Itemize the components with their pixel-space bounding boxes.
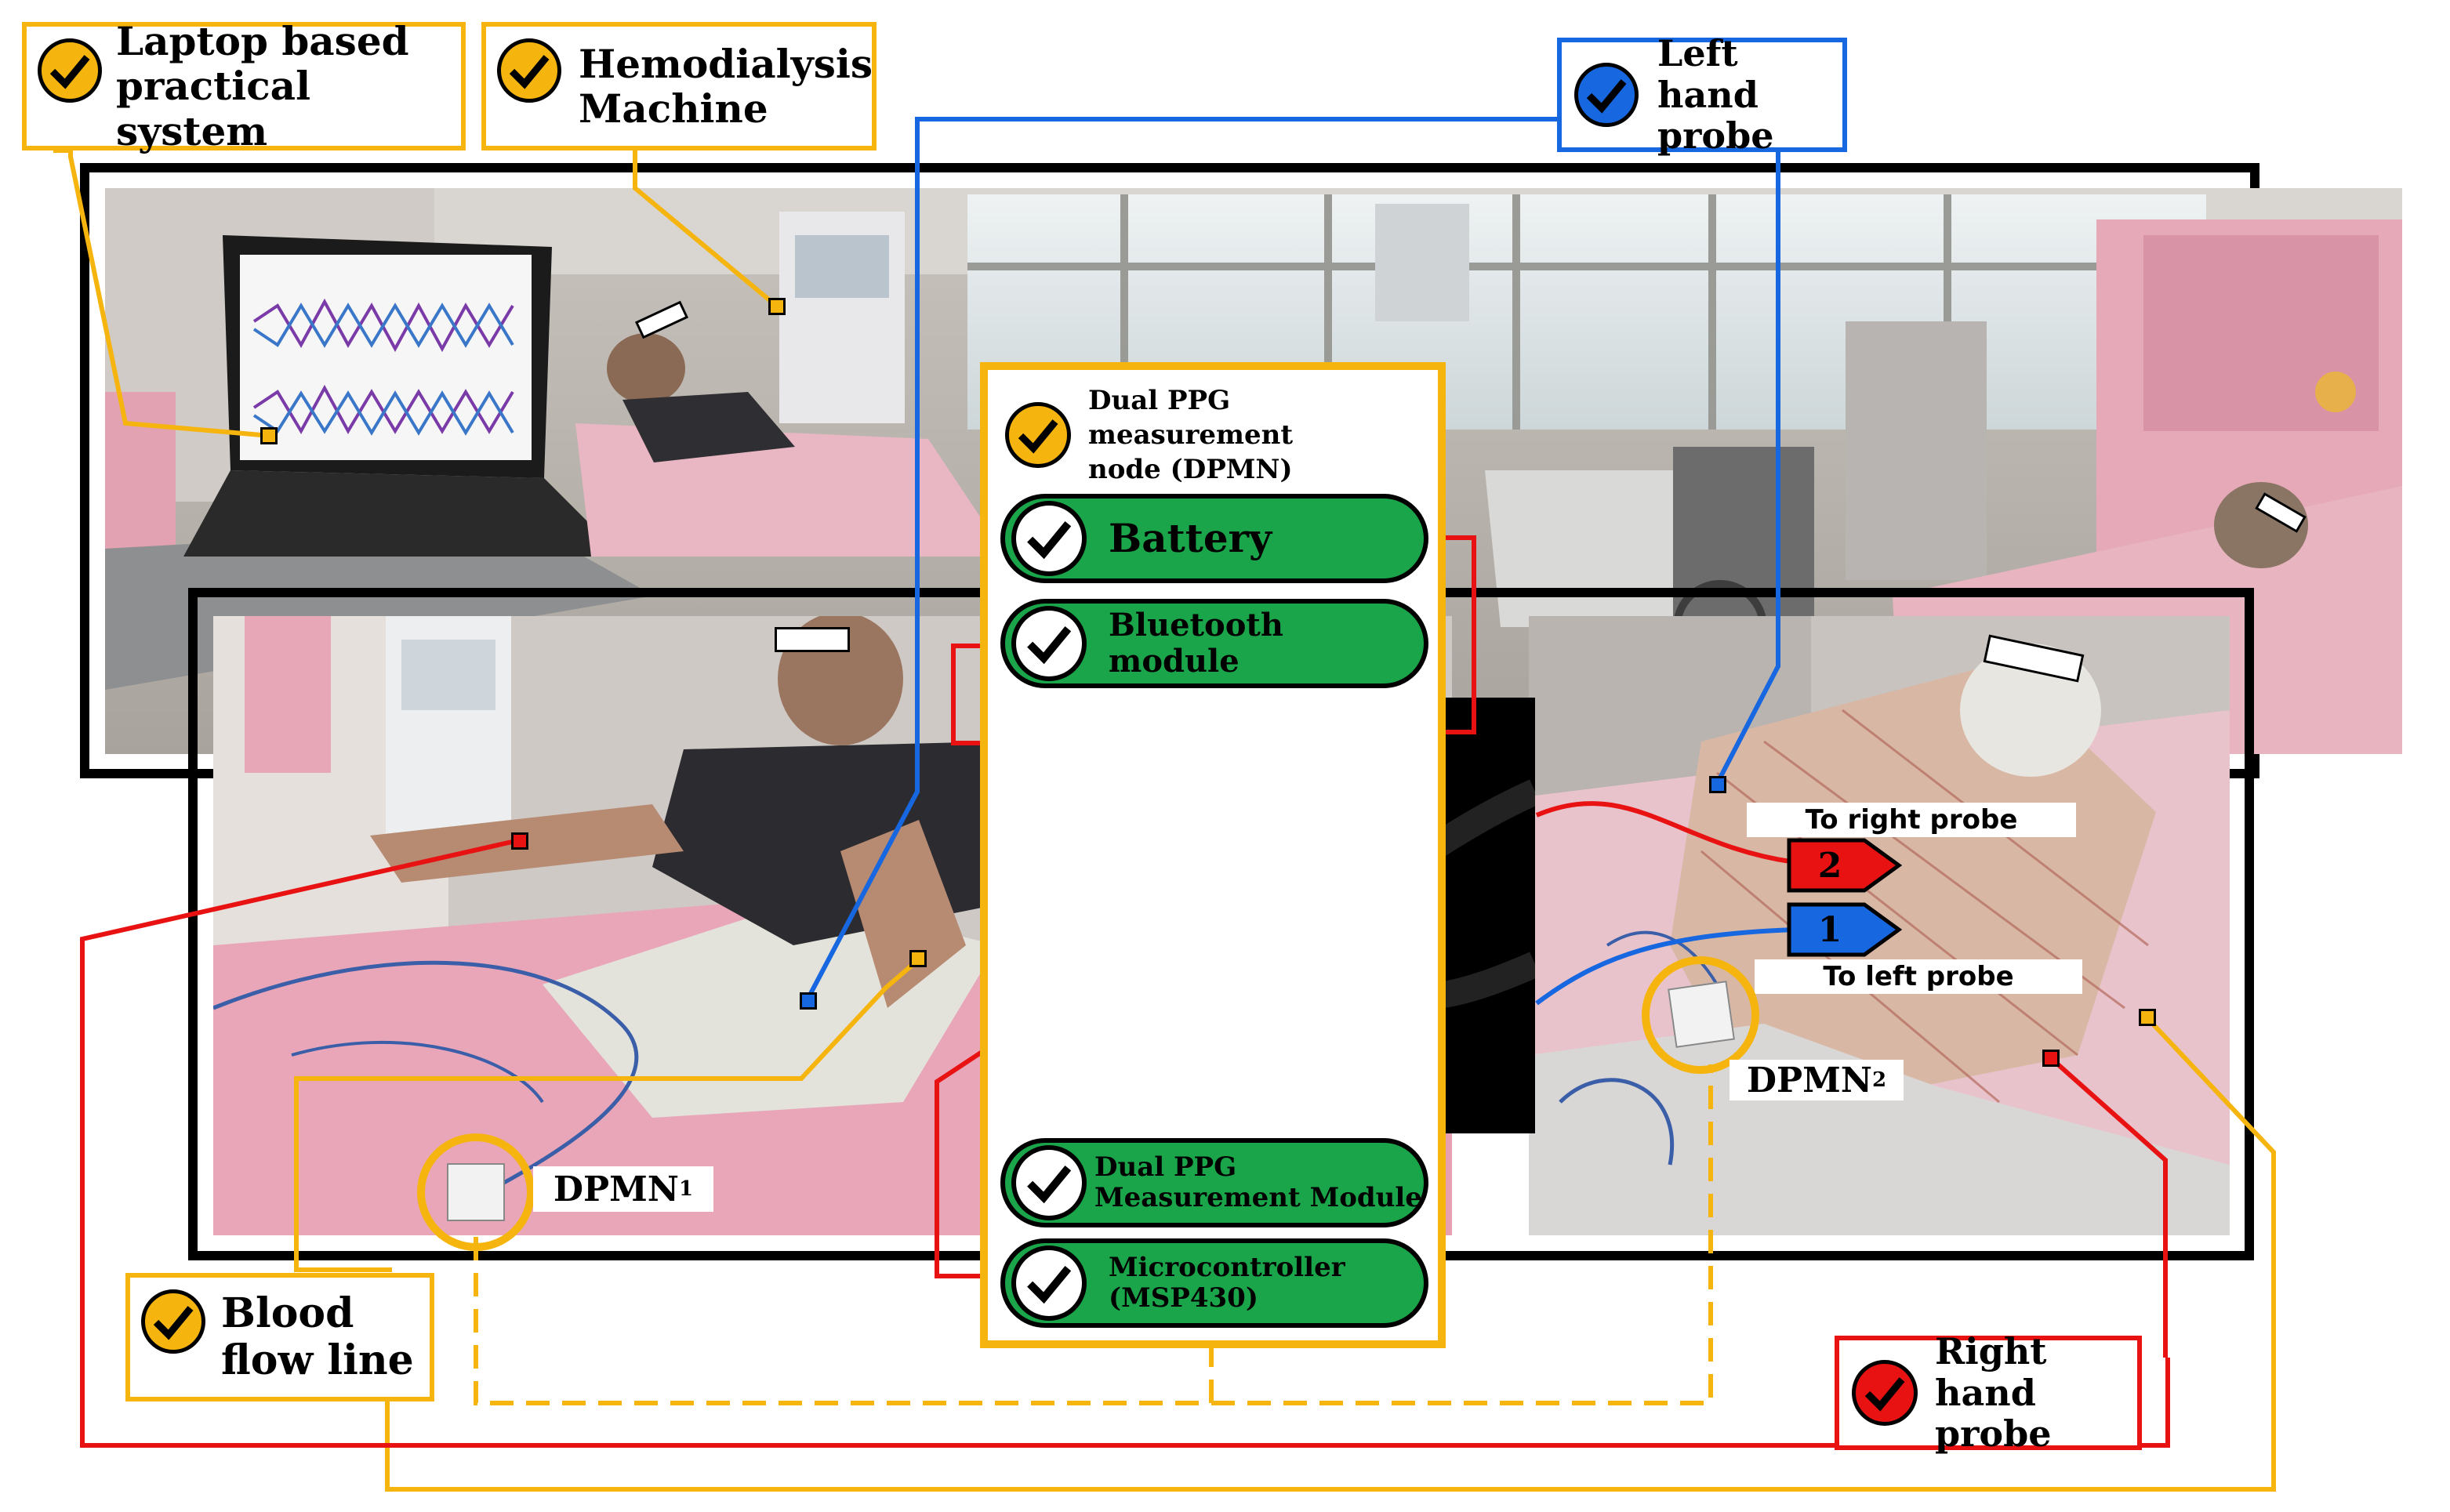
microcontroller-module: Microcontroller (MSP430) [1000,1238,1428,1328]
hemodialysis-callout: Hemodialysis Machine [481,22,877,150]
dpmn2-highlight-circle [1642,956,1759,1074]
dpmn2-main: DPMN [1746,1060,1873,1100]
check-icon [1011,1245,1087,1321]
check-icon [1011,606,1087,681]
ppg-module-label: Dual PPG Measurement Module [1094,1151,1422,1213]
right-probe-marker [2042,1050,2060,1067]
dpmn1-highlight-circle [417,1133,535,1251]
blood-flow-line-label: Blood flow line [221,1289,414,1384]
to-right-probe-label: To right probe [1747,803,2076,837]
blood-line-marker [2139,1009,2156,1026]
left-probe-marker [800,992,817,1010]
check-icon [38,38,102,103]
ppg-measurement-module: Dual PPG Measurement Module [1000,1138,1428,1227]
right-patient-photo [1529,616,2230,1235]
blood-line-marker [909,950,927,967]
right-probe-arrow-number: 2 [1817,845,1842,886]
check-icon [1852,1360,1918,1426]
right-patient-illustration [1529,616,2230,1235]
dpmn1-sub: 1 [679,1177,694,1201]
left-probe-arrow [1787,902,1903,957]
battery-label: Battery [1109,515,1272,562]
right-probe-label: Right hand probe [1935,1329,2052,1456]
hemodialysis-label: Hemodialysis Machine [579,40,873,132]
left-probe-label: Left hand probe [1657,31,1774,158]
check-icon [1011,1145,1087,1220]
left-probe-arrow-number: 1 [1817,909,1842,950]
right-probe-marker [511,832,528,850]
dpmn2-device [1668,981,1735,1048]
hemo-marker [768,298,786,315]
check-icon [1011,501,1087,576]
battery-module: Battery [1000,494,1428,583]
dpmn1-main: DPMN [553,1169,680,1209]
right-probe-arrow [1787,838,1903,893]
dpmn-panel-header: Dual PPG measurement node (DPMN) [1005,385,1428,485]
dpmn1-device [447,1163,505,1221]
microcontroller-label: Microcontroller (MSP430) [1109,1251,1345,1314]
check-icon [1574,63,1639,127]
check-icon [1005,402,1071,468]
left-probe-callout: Left hand probe [1557,32,1847,157]
left-probe-marker [1709,776,1726,793]
laptop-callout: Laptop based practical system [22,19,466,154]
right-probe-callout: Right hand probe [1835,1330,2142,1455]
check-icon [497,38,561,103]
laptop-label: Laptop based practical system [116,17,409,154]
dpmn2-sub: 2 [1872,1068,1887,1092]
blood-flow-line-callout: Blood flow line [125,1273,434,1401]
laptop-marker [260,427,278,444]
bluetooth-module: Bluetooth module [1000,599,1428,688]
dpmn-panel-title: Dual PPG measurement node (DPMN) [1088,384,1294,486]
privacy-bar [775,627,850,652]
to-left-probe-label: To left probe [1755,959,2082,994]
check-icon [141,1289,205,1354]
bluetooth-label: Bluetooth module [1109,607,1283,680]
